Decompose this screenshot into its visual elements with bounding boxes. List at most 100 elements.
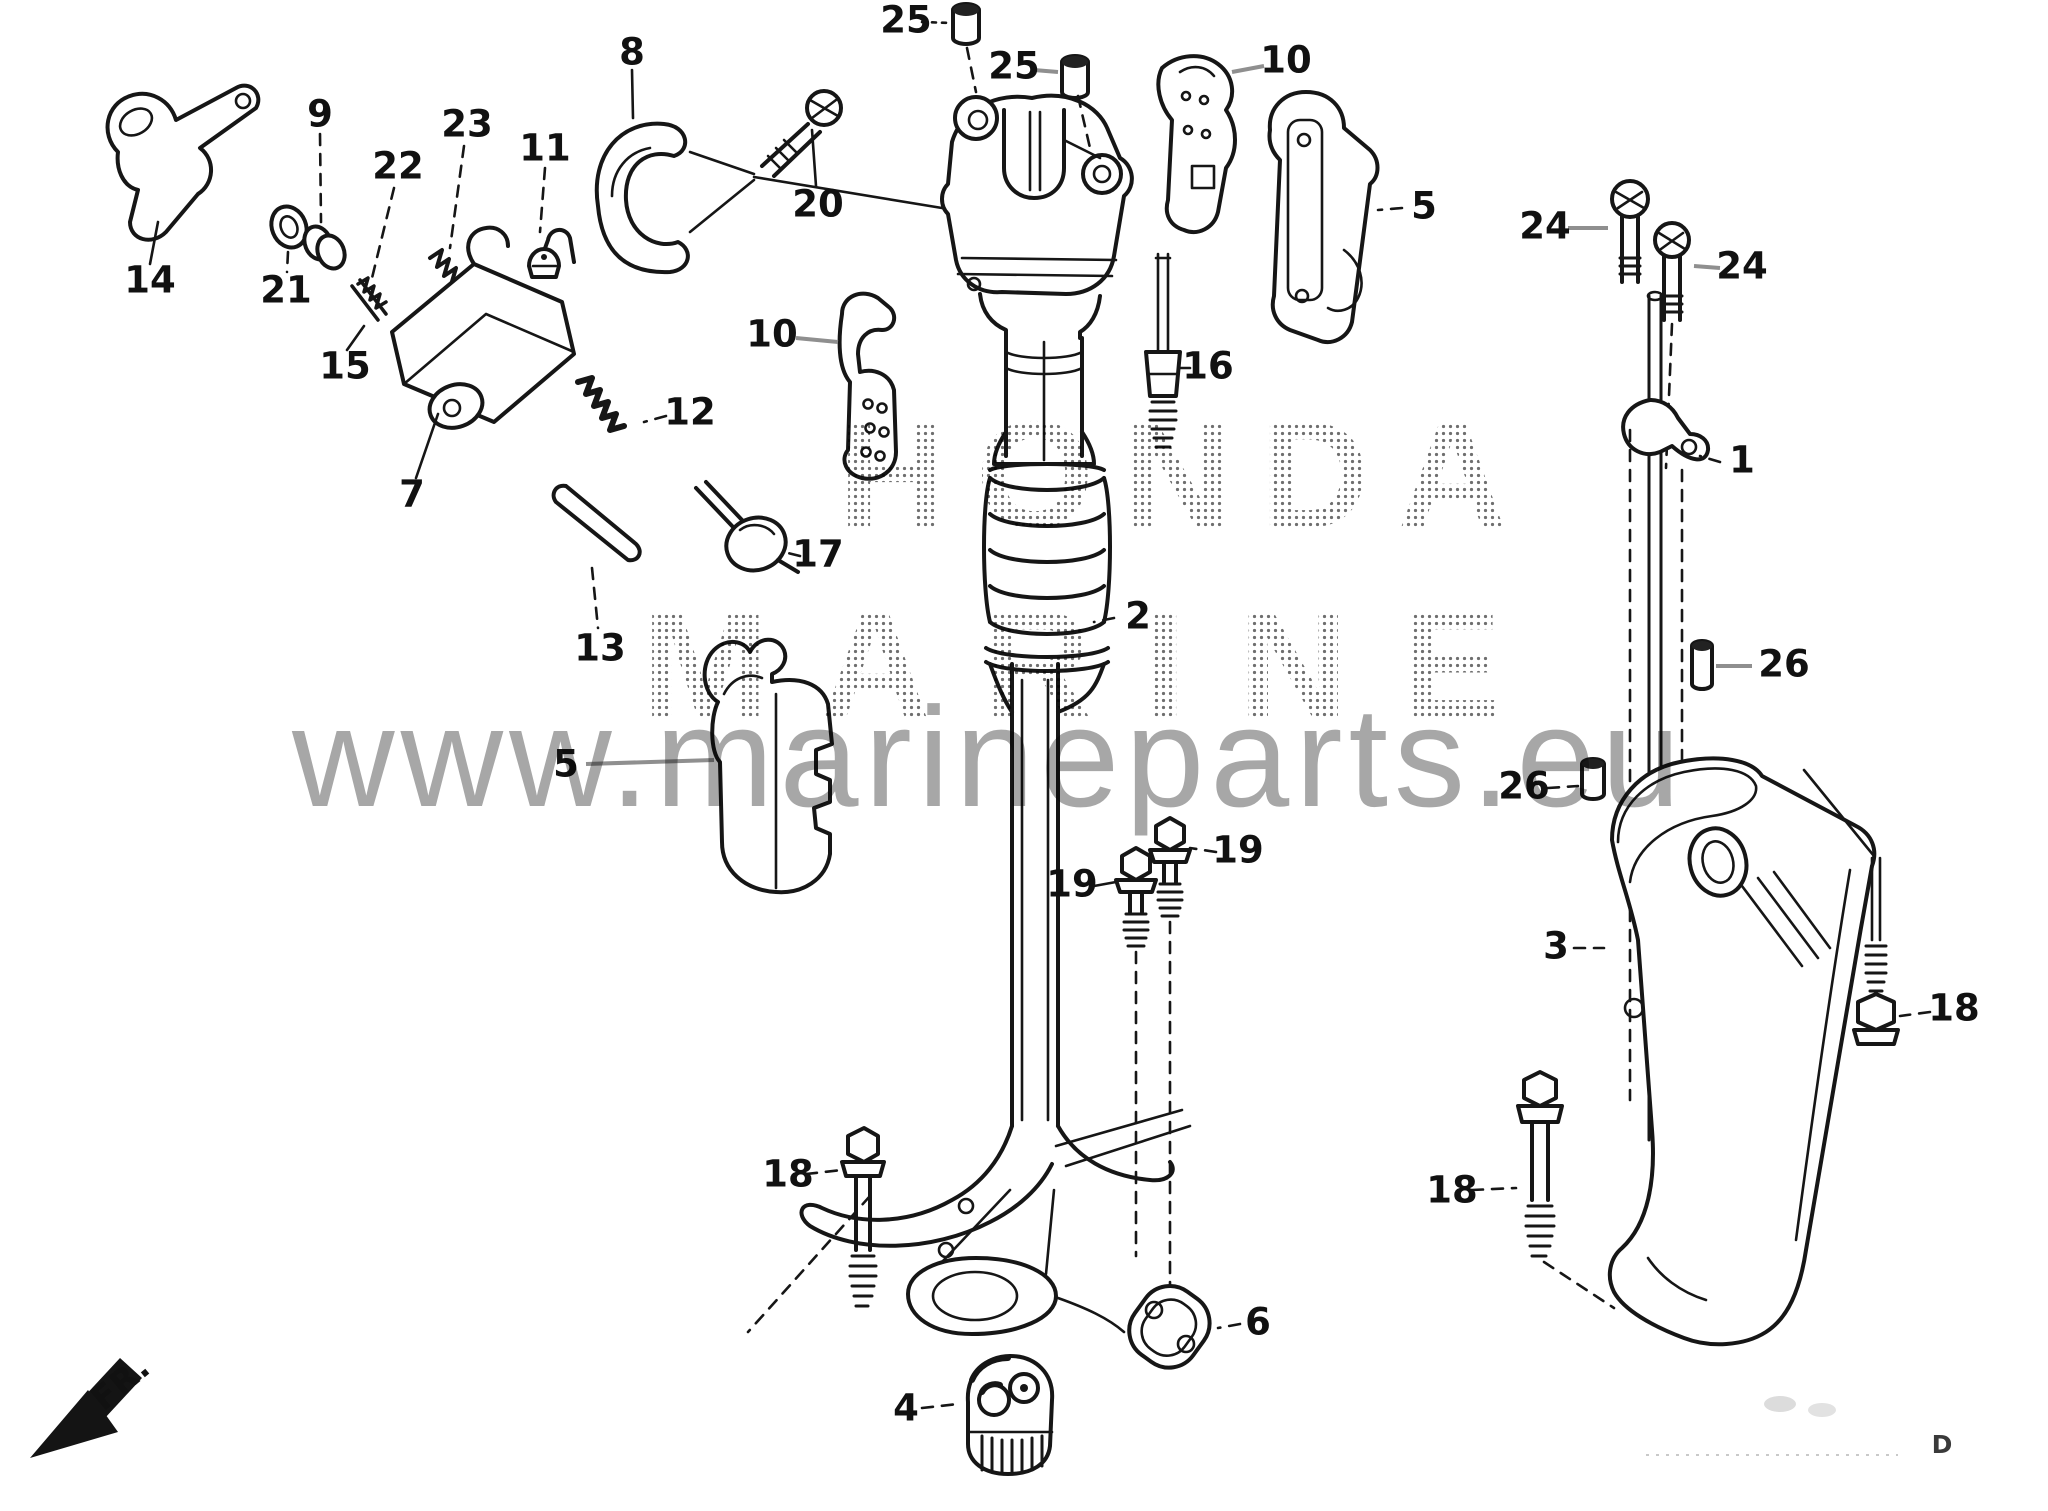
callout-5a: 5: [1411, 185, 1437, 228]
leader-7: [414, 412, 440, 480]
callout-18b: 18: [1426, 1169, 1478, 1212]
leader-12: [642, 414, 668, 424]
part-26-bushing-a: [1690, 639, 1714, 691]
part-9-collar: [302, 224, 347, 271]
leader-10a: [1231, 64, 1265, 74]
part-24-bolt-a: [1610, 179, 1650, 284]
callout-1: 1: [1729, 439, 1755, 482]
part-13-pin: [551, 483, 642, 563]
halftone-watermark-honda: HONDA: [838, 388, 1535, 563]
leader-6: [1216, 1322, 1242, 1330]
callout-11: 11: [519, 127, 571, 170]
corner-mark: D: [1932, 1430, 1953, 1459]
leader-25b-down: [1076, 94, 1092, 150]
part-4-mount-rubber: [965, 1354, 1055, 1476]
callout-12: 12: [664, 391, 716, 434]
leader-24b: [1693, 264, 1721, 270]
leader-5b: [585, 758, 715, 766]
leader-25b: [1033, 68, 1059, 74]
part-6-plate: [1127, 1284, 1212, 1370]
leader-23: [448, 144, 466, 250]
callout-3: 3: [1543, 925, 1569, 968]
callout-15: 15: [319, 345, 371, 388]
part-swivel-case-head: [940, 93, 1134, 340]
part-7-swivel-bracket: [390, 225, 576, 430]
callout-22: 22: [372, 145, 424, 188]
part-25-bushing-a: [951, 2, 981, 46]
callout-8: 8: [619, 31, 645, 74]
part-18-bolt-right: [1802, 768, 1900, 1046]
part-20-bolt: [760, 89, 843, 178]
leader-10b: [795, 336, 839, 344]
callout-17: 17: [792, 533, 844, 576]
callout-10b: 10: [746, 313, 798, 356]
callout-26b: 26: [1498, 765, 1550, 808]
marineparts-url-watermark: www.marineparts.eu: [292, 678, 1687, 837]
part-10-bracket-right: [1156, 54, 1237, 234]
leader-19b: [1188, 846, 1218, 854]
callout-19a: 19: [1046, 863, 1098, 906]
callout-10a: 10: [1260, 39, 1312, 82]
part-11-cap: [527, 247, 561, 279]
part-18-bolt-bottom-left: [840, 1126, 886, 1308]
leader-4: [920, 1402, 960, 1410]
callout-16: 16: [1182, 345, 1234, 388]
leader-17: [786, 551, 802, 558]
callout-19b: 19: [1212, 829, 1264, 872]
callout-24b: 24: [1716, 245, 1768, 288]
part-21-washer: [269, 204, 309, 250]
leader-25a: [920, 20, 952, 25]
part-3-extension-case: [1607, 756, 1877, 1347]
part-10-clamp-left: [837, 291, 898, 481]
callout-23: 23: [441, 103, 493, 146]
callout-7: 7: [399, 473, 425, 516]
leader-18b: [1470, 1186, 1518, 1192]
part-17-friction-knob: [694, 480, 800, 574]
callout-20: 20: [792, 183, 844, 226]
callout-6: 6: [1245, 1301, 1271, 1344]
part-2-spring: [982, 462, 1112, 673]
part-14-shift-lever: [105, 83, 261, 242]
leader-18c: [804, 1168, 844, 1176]
callout-24a: 24: [1519, 205, 1571, 248]
leader-15: [345, 324, 366, 352]
smudge-mark: [1808, 1403, 1836, 1417]
callout-4: 4: [893, 1387, 919, 1430]
leader-21: [285, 250, 290, 274]
alignment-18b: [1542, 1260, 1616, 1310]
callout-5b: 5: [553, 743, 579, 786]
callout-21: 21: [260, 269, 312, 312]
part-18-bolt-case-left: [1516, 1070, 1564, 1258]
part-5-bracket-left: [702, 637, 834, 895]
leader-8: [630, 68, 635, 120]
callout-13: 13: [574, 627, 626, 670]
part-16-bolt: [1144, 252, 1182, 449]
halftone-watermark-marine: MARINE: [642, 578, 1554, 753]
part-12-spring: [575, 375, 627, 433]
leader-14: [148, 220, 160, 266]
alignment-18c: [746, 1194, 872, 1334]
leader-25a-down: [965, 46, 978, 94]
smudge-mark: [1764, 1396, 1796, 1412]
leader-5a: [1376, 206, 1404, 212]
part-24-bolt-b: [1653, 221, 1691, 470]
part-8-clamp: [594, 121, 690, 275]
callout-14: 14: [124, 259, 176, 302]
leader-26b: [1546, 784, 1580, 790]
part-stern-bracket-foot: [799, 1108, 1192, 1336]
part-26-bushing-b: [1580, 757, 1606, 801]
leader-11: [538, 166, 547, 234]
callout-25b: 25: [988, 45, 1040, 88]
leader-18a: [1898, 1010, 1932, 1018]
part-5-bracket-right: [1267, 90, 1380, 344]
leader-1: [1698, 454, 1722, 464]
part-25-bushing-b: [1060, 54, 1090, 100]
leader-20: [810, 128, 818, 188]
callout-2: 2: [1125, 595, 1151, 638]
part-19-bolt-left: [1114, 846, 1158, 1258]
callout-18c: 18: [762, 1153, 814, 1196]
part-swivel-tube: [992, 336, 1096, 466]
leader-2: [1092, 616, 1116, 624]
leader-19a: [1092, 880, 1118, 888]
